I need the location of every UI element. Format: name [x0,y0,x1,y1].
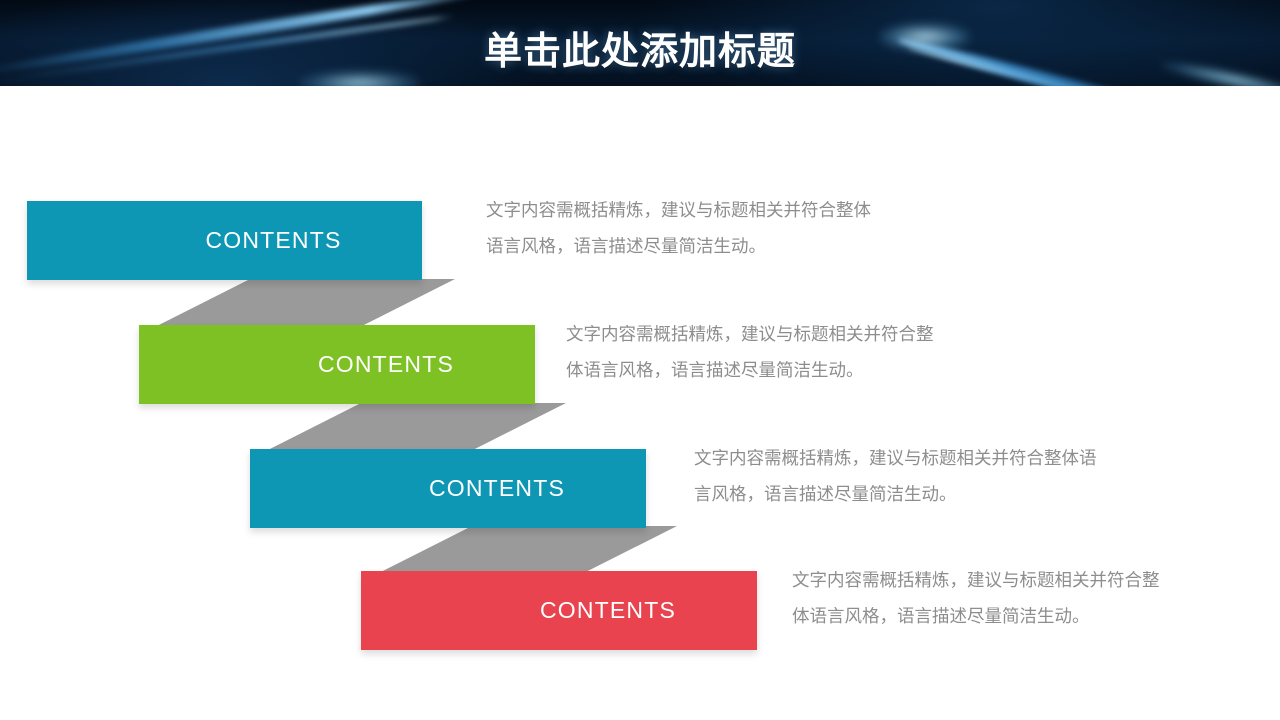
content-description-4: 文字内容需概括精炼，建议与标题相关并符合整 体语言风格，语言描述尽量简洁生动。 [792,562,1160,634]
content-description-2-line-1: 文字内容需概括精炼，建议与标题相关并符合整 [566,324,934,344]
content-description-1-line-2: 语言风格，语言描述尽量简洁生动。 [486,236,766,256]
slide-title[interactable]: 单击此处添加标题 [483,31,796,73]
content-bar-label-4: CONTENTS [539,597,677,623]
content-description-2: 文字内容需概括精炼，建议与标题相关并符合整 体语言风格，语言描述尽量简洁生动。 [566,316,934,388]
content-description-3-line-1: 文字内容需概括精炼，建议与标题相关并符合整体语 [694,448,1097,468]
content-bar-1[interactable]: CONTENTS [27,201,422,280]
content-description-4-line-1: 文字内容需概括精炼，建议与标题相关并符合整 [792,570,1160,590]
content-description-3: 文字内容需概括精炼，建议与标题相关并符合整体语 言风格，语言描述尽量简洁生动。 [694,440,1097,512]
content-description-2-line-2: 体语言风格，语言描述尽量简洁生动。 [566,360,864,380]
content-bar-label-3: CONTENTS [428,475,566,501]
content-bar-label-1: CONTENTS [205,227,342,253]
content-bar-2[interactable]: CONTENTS [139,325,535,404]
content-bar-3[interactable]: CONTENTS [250,449,646,528]
content-bar-4[interactable]: CONTENTS [361,571,757,650]
content-bar-label-2: CONTENTS [317,351,455,377]
slide-header-banner: 单击此处添加标题 [0,0,1280,86]
content-description-4-line-2: 体语言风格，语言描述尽量简洁生动。 [792,606,1090,626]
content-description-1: 文字内容需概括精炼，建议与标题相关并符合整体 语言风格，语言描述尽量简洁生动。 [486,192,871,264]
content-description-1-line-1: 文字内容需概括精炼，建议与标题相关并符合整体 [486,200,871,220]
content-description-3-line-2: 言风格，语言描述尽量简洁生动。 [694,484,957,504]
content-ribbon-stack: CONTENTS 文字内容需概括精炼，建议与标题相关并符合整体 语言风格，语言描… [0,86,1280,720]
